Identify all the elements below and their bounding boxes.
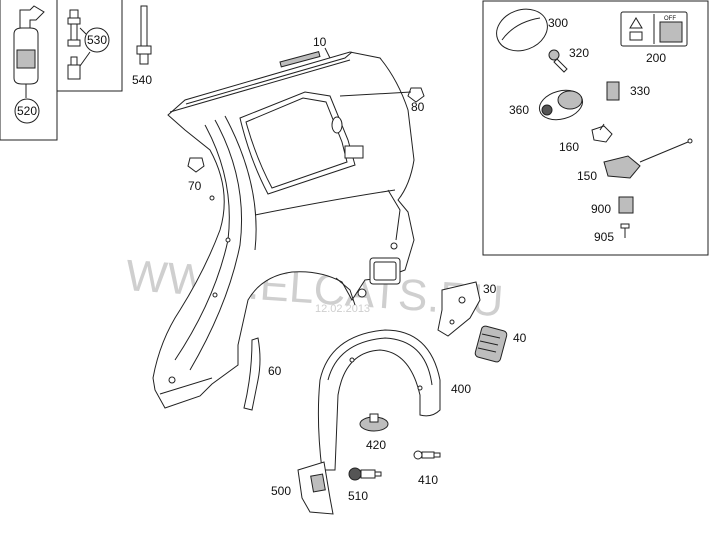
trim-strip-60 [243, 337, 261, 411]
label-420: 420 [366, 438, 386, 452]
callout-circle-520 [14, 98, 40, 124]
label-30: 30 [483, 282, 497, 296]
plate-330-icon [606, 81, 620, 101]
label-320: 320 [569, 46, 589, 60]
module-900-icon [618, 196, 634, 214]
stud-icon [67, 9, 81, 80]
pin-905-icon [620, 223, 630, 238]
label-330: 330 [630, 84, 650, 98]
warning-label-icon: OFF [620, 11, 688, 47]
sealant-bottle-icon [13, 5, 45, 98]
label-360: 360 [509, 103, 529, 117]
label-900: 900 [591, 202, 611, 216]
mud-flap-500-icon [297, 461, 334, 515]
fastener-510-icon [348, 467, 382, 481]
inset-frames [0, 0, 709, 256]
vent-grille-40-icon [474, 325, 508, 363]
callout-circle-530 [84, 27, 110, 53]
label-200: 200 [646, 51, 666, 65]
label-80: 80 [411, 100, 425, 114]
filler-housing-360-icon [538, 89, 584, 121]
label-540: 540 [132, 73, 152, 87]
label-530: 530 [87, 33, 107, 47]
fuel-flap-icon [496, 8, 548, 52]
clip-70-icon [187, 157, 205, 173]
label-410: 410 [418, 473, 438, 487]
label-300: 300 [548, 16, 568, 30]
clip-420-icon [359, 413, 389, 432]
decal-off-text: OFF [664, 16, 676, 22]
screw-icon [548, 49, 568, 73]
label-10: 10 [313, 35, 327, 49]
label-150: 150 [577, 169, 597, 183]
latch-160-icon [591, 123, 613, 143]
label-500: 500 [271, 484, 291, 498]
label-60: 60 [268, 364, 282, 378]
label-510: 510 [348, 489, 368, 503]
clip-80-icon [407, 87, 425, 103]
label-400: 400 [451, 382, 471, 396]
fuel-door-inset-frame [482, 0, 709, 256]
pushpin-410-icon [413, 450, 441, 460]
label-520: 520 [17, 104, 37, 118]
watermark-date: 12.02.2013 [315, 303, 370, 315]
bolt-icon [136, 5, 152, 65]
label-40: 40 [513, 331, 527, 345]
wheel-arch-liner-400 [317, 329, 441, 471]
label-905: 905 [594, 230, 614, 244]
label-160: 160 [559, 140, 579, 154]
actuator-150-icon [603, 138, 693, 179]
side-panel-10 [152, 51, 415, 409]
bracket-30-icon [437, 281, 481, 337]
label-70: 70 [188, 179, 202, 193]
